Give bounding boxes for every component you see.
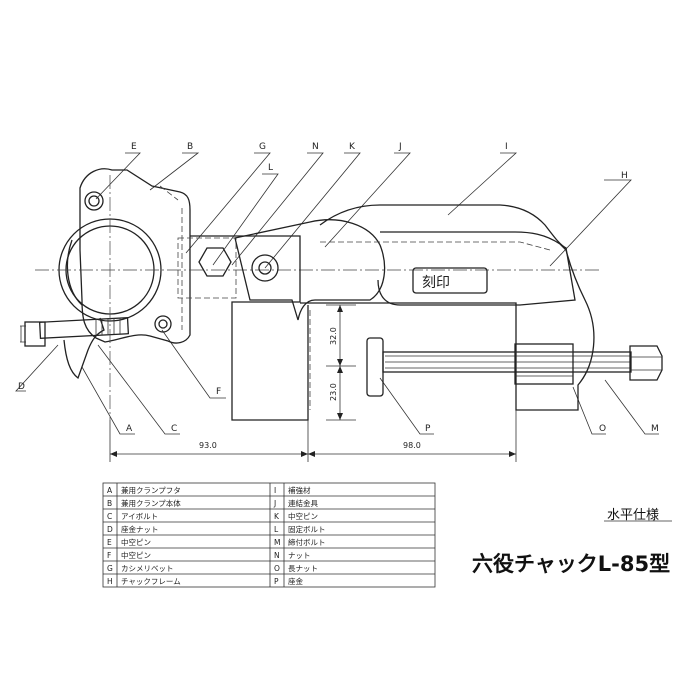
parts-table: A 兼用クランプフタ I 補強材 B 兼用クランプ本体 J 連結金具 C アイボ… [102, 482, 436, 588]
callout-H: H [621, 171, 628, 181]
row-key-left: D [107, 525, 113, 534]
dim-horizontal-left: 93.0 [199, 441, 217, 450]
row-key-right: I [274, 486, 276, 495]
callout-E: E [131, 142, 137, 152]
row-key-right: L [274, 525, 279, 534]
row-key-left: F [107, 551, 111, 560]
callout-J: J [398, 142, 402, 152]
leader-lines [15, 152, 659, 435]
callout-N: N [312, 142, 319, 152]
row-key-left: C [107, 512, 112, 521]
row-name-left: 中空ピン [121, 550, 151, 560]
table-row: G カシメリベット O 長ナット [107, 564, 318, 573]
table-row: H チャックフレーム P 座金 [107, 576, 303, 586]
row-name-right: 長ナット [288, 564, 318, 573]
row-name-left: アイボルト [121, 512, 158, 521]
callout-K: K [349, 142, 356, 152]
row-key-left: G [107, 564, 113, 573]
row-key-left: B [107, 499, 112, 508]
dim-vertical-lower: 23.0 [329, 383, 338, 401]
row-name-right: 連結金具 [288, 498, 318, 508]
spec-label: 水平仕様 [607, 508, 660, 523]
callout-P: P [425, 424, 431, 434]
callout-O: O [599, 424, 606, 434]
row-name-left: カシメリベット [121, 564, 174, 573]
row-name-left: チャックフレーム [121, 577, 181, 586]
callout-labels: E B G N K J I L H D F A C P O M [18, 142, 659, 434]
row-key-right: N [274, 551, 280, 560]
product-title: 六役チャックL-85型 [472, 552, 671, 576]
row-key-right: O [274, 564, 280, 573]
callout-M: M [651, 424, 659, 434]
row-name-right: ナット [288, 551, 311, 560]
callout-F: F [216, 387, 221, 397]
table-row: C アイボルト K 中空ピン [107, 511, 318, 521]
row-name-right: 座金 [288, 576, 303, 586]
stamp-box [412, 267, 488, 294]
row-name-left: 兼用クランプ本体 [121, 498, 181, 508]
row-key-right: K [274, 512, 280, 521]
dim-horizontal-right: 98.0 [403, 441, 421, 450]
table-row: F 中空ピン N ナット [107, 550, 311, 560]
row-name-right: 中空ピン [288, 511, 318, 521]
callout-B: B [187, 142, 193, 152]
row-name-left: 中空ピン [121, 537, 151, 547]
table-row: E 中空ピン M 締付ボルト [107, 537, 326, 547]
row-key-left: H [107, 577, 113, 586]
row-name-left: 座金ナット [121, 524, 159, 534]
clamp-assembly [20, 168, 191, 380]
row-key-right: M [274, 538, 280, 547]
row-key-left: E [107, 538, 112, 547]
table-row: B 兼用クランプ本体 J 連結金具 [107, 498, 318, 508]
row-key-right: J [273, 499, 276, 508]
dimensions: 32.0 23.0 93.0 98.0 [109, 304, 517, 462]
row-key-left: A [107, 486, 113, 495]
callout-D: D [18, 382, 25, 392]
stamp-text: 刻印 [422, 275, 450, 291]
row-name-left: 兼用クランプフタ [121, 485, 181, 495]
dim-vertical-upper: 32.0 [329, 327, 338, 345]
callout-L: L [268, 163, 273, 173]
bolt-assembly [366, 337, 663, 397]
table-row: A 兼用クランプフタ I 補強材 [107, 485, 311, 495]
callout-G: G [259, 142, 266, 152]
callout-I: I [505, 142, 508, 152]
row-name-right: 補強材 [288, 485, 311, 495]
callout-A: A [126, 424, 133, 434]
row-key-right: P [274, 577, 279, 586]
table-row: D 座金ナット L 固定ボルト [107, 524, 326, 534]
callout-C: C [171, 424, 177, 434]
row-name-right: 固定ボルト [288, 524, 326, 534]
row-name-right: 締付ボルト [288, 537, 326, 547]
